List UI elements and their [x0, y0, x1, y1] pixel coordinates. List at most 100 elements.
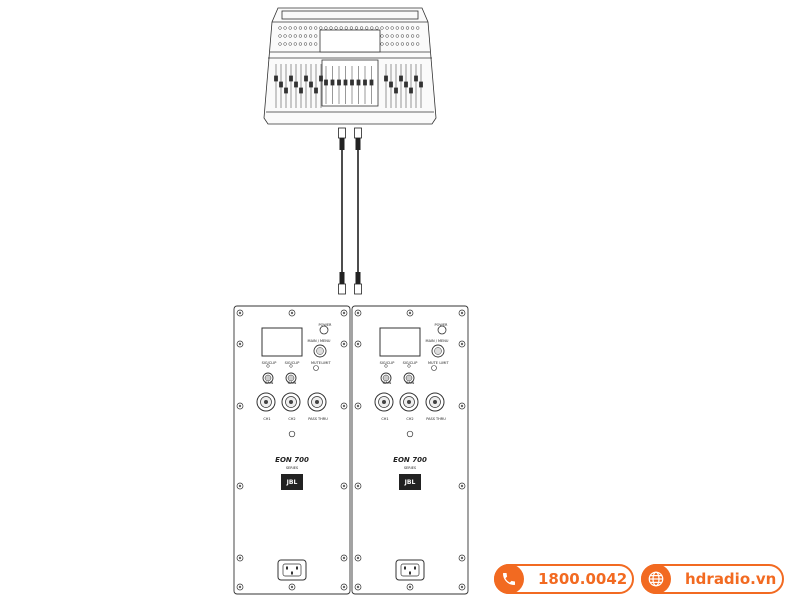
mixer-knob [410, 42, 415, 46]
mixer-master-fader-cap [369, 79, 374, 86]
xlr-plug-bottom-boot [355, 272, 361, 284]
mixer-knob [278, 42, 282, 46]
brand-label: JBL [286, 479, 298, 486]
screw-center [238, 556, 242, 560]
mixer-knob [303, 42, 308, 46]
power-label: POWER [319, 323, 333, 327]
mixer-fader-cap [309, 81, 313, 88]
xlr-plug-bottom-boot [339, 272, 345, 284]
mixer-knob [416, 26, 420, 30]
screw-center [342, 311, 346, 315]
mixer-knob [405, 34, 410, 38]
mixer-knob [370, 26, 374, 30]
gain-a-label: GAIN [265, 381, 274, 385]
mixer-fader-cap [294, 81, 298, 88]
mixer-knob [390, 42, 394, 46]
lcd-display [261, 327, 303, 357]
screw-center [356, 556, 360, 560]
mixer-fader-cap [284, 87, 288, 94]
mixer-fader-cap [414, 75, 418, 82]
mixer-knob [405, 42, 410, 46]
mute-label: MUTE [428, 361, 438, 365]
mixer-knob [405, 26, 410, 30]
mixer-knob [385, 26, 389, 30]
mixer-master-fader-cap [356, 79, 361, 86]
mixer-fader-cap [314, 87, 318, 94]
mixer-knob [344, 26, 348, 30]
phone-icon [494, 564, 524, 594]
mixer-knob [308, 26, 313, 30]
speaker-right [351, 305, 469, 595]
power-label: POWER [435, 323, 449, 327]
ch2-label: CH2 [288, 417, 295, 421]
ch2-label: CH2 [406, 417, 413, 421]
screw-center [342, 484, 346, 488]
mixer-knob [278, 34, 282, 38]
mixer-knob [288, 42, 292, 46]
sig-clip-b-label: SIG/CLIP [403, 361, 418, 365]
jack-center [315, 400, 319, 404]
screw-center [238, 311, 242, 315]
screw-center [460, 404, 464, 408]
screw-center [460, 484, 464, 488]
mixer-master-fader-cap [330, 79, 335, 86]
screw-center [356, 342, 360, 346]
gain-knob-cap [382, 374, 390, 382]
mixer-knob [283, 26, 287, 30]
jack-center [407, 400, 411, 404]
sig-clip-a-label: SIG/CLIP [380, 361, 395, 365]
mixer-knob [283, 42, 287, 46]
limit-label: LIMIT [439, 361, 449, 365]
mixer-knob [319, 26, 323, 30]
mixer-knob [380, 42, 384, 46]
mixer-knob [395, 34, 399, 38]
screw-center [356, 404, 360, 408]
phone-badge[interactable]: 1800.0042 [494, 564, 634, 594]
screw-center [238, 484, 242, 488]
mixer-knob [334, 26, 338, 30]
mixer-fader-cap [394, 87, 398, 94]
screw-center [356, 484, 360, 488]
mixer-knob [298, 26, 303, 30]
mixer-knob [395, 42, 399, 46]
mixer-knob [288, 34, 292, 38]
main-menu-label: MAIN / MENU [426, 339, 449, 343]
mixer-fader-cap [279, 81, 283, 88]
mixer-fader-cap [404, 81, 408, 88]
signal-led [407, 364, 411, 368]
xlr-plug-bottom [338, 283, 346, 295]
mixer-master-fader-cap [337, 79, 341, 86]
mixer-fader-cap [299, 87, 303, 94]
mixer-knob [293, 42, 297, 46]
mixer-knob [385, 34, 389, 38]
sig-clip-b-label: SIG/CLIP [285, 361, 300, 365]
gain-knob-cap [287, 374, 295, 382]
website-badge[interactable]: hdradio.vn [641, 564, 784, 594]
main-menu-knob-cap [316, 347, 324, 355]
mixer-knob [308, 34, 313, 38]
speaker-left [233, 305, 351, 595]
xlr-plug-top-boot [355, 138, 361, 150]
ac-pin [409, 571, 411, 575]
ac-pin [291, 571, 293, 575]
main-menu-label: MAIN / MENU [308, 339, 331, 343]
xlr-plug-bottom [354, 283, 362, 295]
mixer-knob [303, 26, 308, 30]
lcd-display [379, 327, 421, 357]
mixer-knob [375, 26, 379, 30]
mixer-knob [324, 26, 328, 30]
mixer-knob [298, 34, 303, 38]
brand-label: JBL [404, 479, 416, 486]
speaker-right-labels: POWER MAIN / MENU MUTE LIMIT SIG/CLIP SI… [380, 323, 450, 486]
limit-label: LIMIT [321, 361, 331, 365]
gain-b-label: GAIN [406, 381, 415, 385]
model-label: EON 700 [393, 456, 427, 464]
mixer-master-fader-cap [343, 79, 348, 86]
screw-center [238, 585, 242, 589]
jack-center [433, 400, 437, 404]
mixer-knob [329, 26, 333, 30]
series-label: SERIES [404, 466, 417, 470]
gain-knob-cap [264, 374, 272, 382]
screw-center [356, 585, 360, 589]
power-button [319, 325, 329, 335]
